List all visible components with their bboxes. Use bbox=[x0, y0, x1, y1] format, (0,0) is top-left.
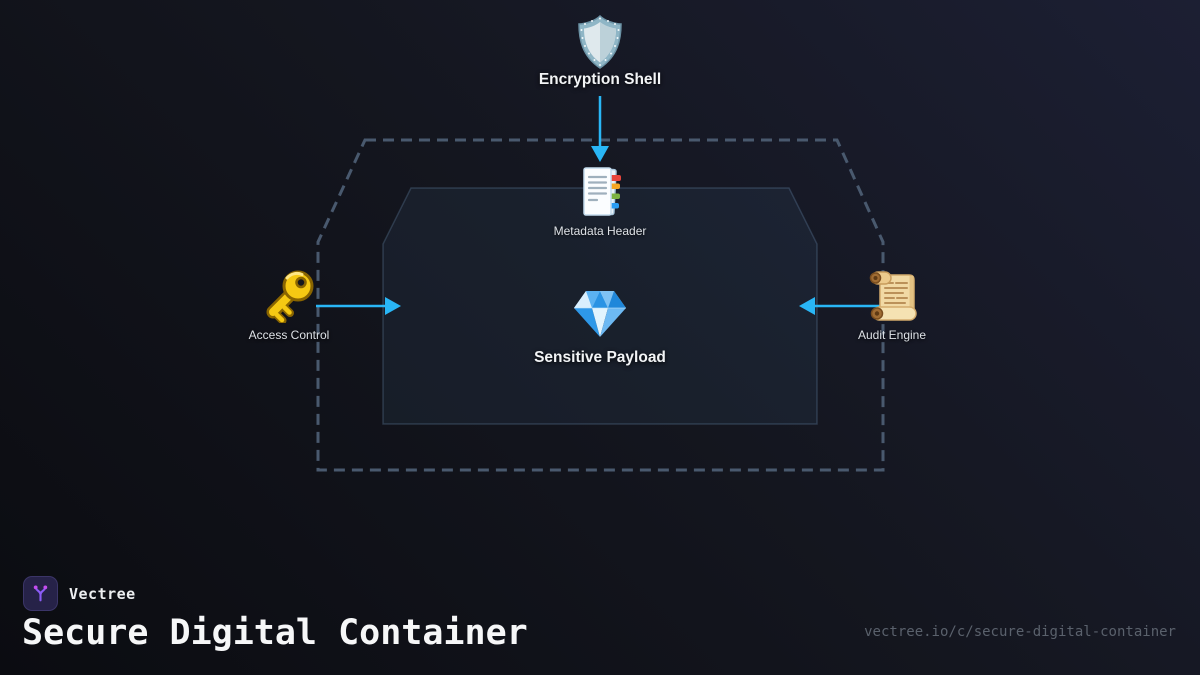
arrow-left bbox=[799, 297, 884, 315]
arrow-right bbox=[316, 297, 401, 315]
key-icon bbox=[266, 270, 314, 323]
access-control-label: Access Control bbox=[248, 328, 330, 342]
encryption-shell-label: Encryption Shell bbox=[538, 71, 662, 88]
brand-row: Vectree bbox=[23, 576, 136, 611]
sensitive-payload-label: Sensitive Payload bbox=[534, 349, 666, 366]
arrow-down bbox=[591, 96, 609, 162]
page-title: Secure Digital Container bbox=[22, 613, 528, 653]
metadata-header-label: Metadata Header bbox=[553, 224, 647, 238]
outer-dashed-boundary bbox=[316, 138, 885, 472]
gem-icon bbox=[574, 291, 626, 337]
shield-icon bbox=[578, 15, 622, 69]
scroll-icon bbox=[869, 271, 917, 321]
brand-name: Vectree bbox=[69, 584, 136, 603]
vectree-branch-icon bbox=[33, 585, 48, 602]
audit-engine-label: Audit Engine bbox=[857, 328, 927, 342]
bookmark-tabs-icon bbox=[583, 167, 621, 216]
page-url: vectree.io/c/secure-digital-container bbox=[864, 624, 1176, 640]
vectree-logo bbox=[23, 576, 58, 611]
